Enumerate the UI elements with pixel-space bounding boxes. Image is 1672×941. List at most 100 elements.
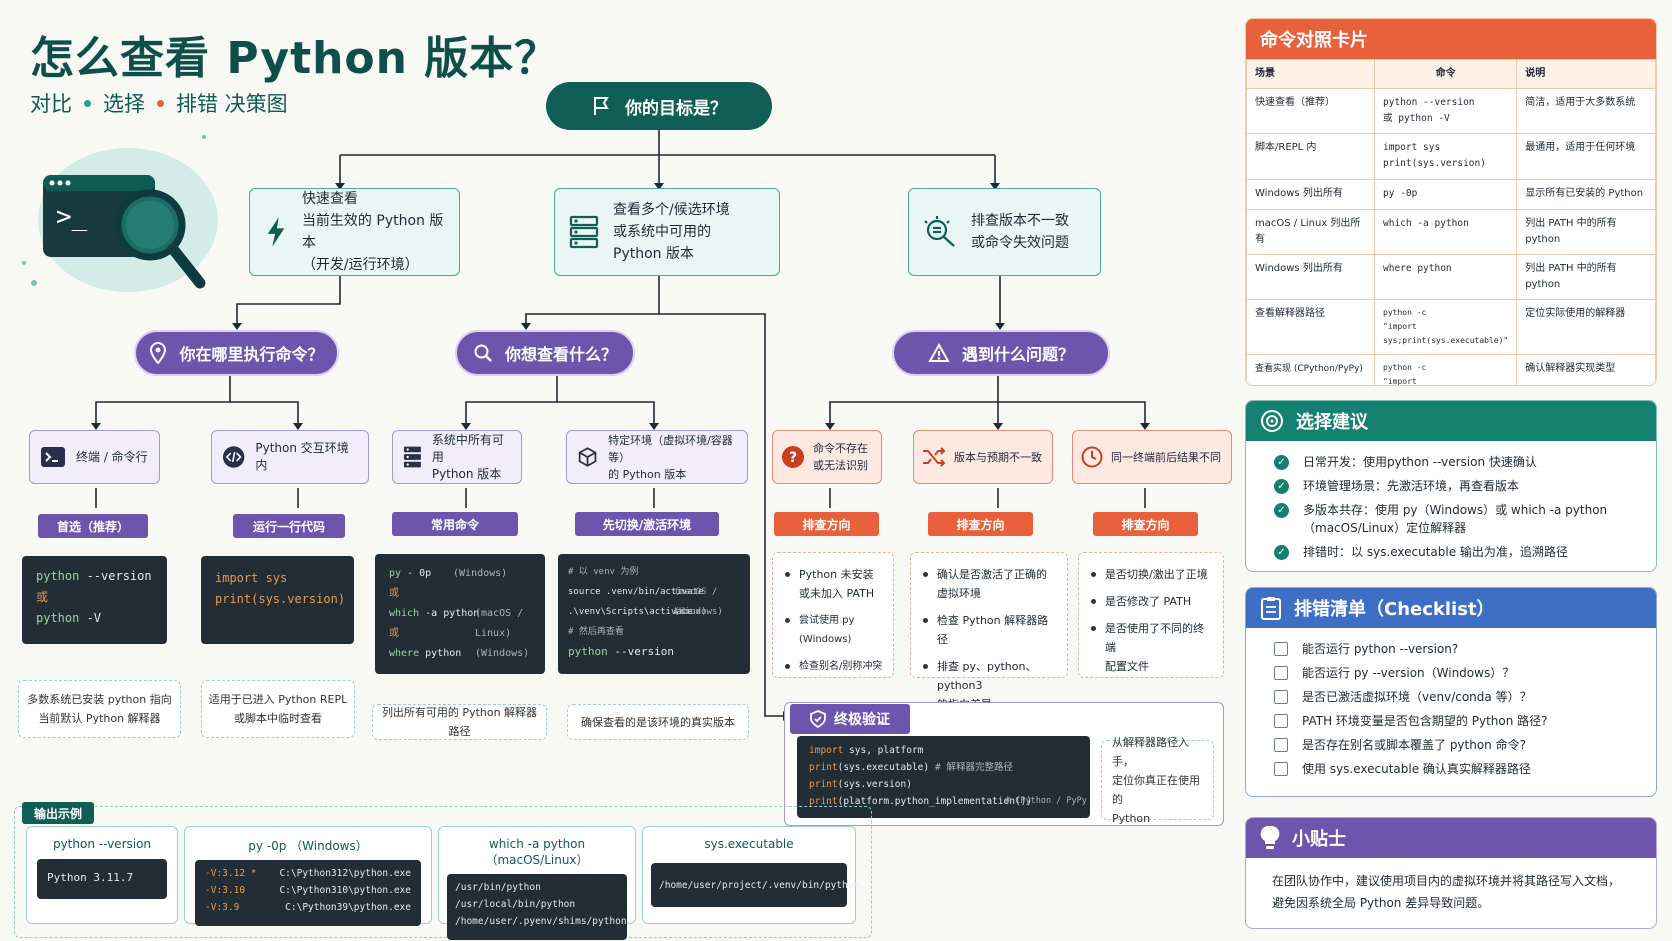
- goal-quick-check[interactable]: 快速查看当前生效的 Python 版本（开发/运行环境）: [249, 188, 460, 276]
- checkbox[interactable]: [1274, 738, 1288, 752]
- choose-item-text: 排错时：以 sys.executable 输出为准，追溯路径: [1303, 545, 1568, 559]
- checklist-item[interactable]: 能否运行 py --version（Windows）？: [1274, 664, 1628, 682]
- choose-item: ✓日常开发：使用python --version 快速确认: [1274, 453, 1628, 471]
- checkbox[interactable]: [1274, 690, 1288, 704]
- goal-quick-line: 当前生效的 Python 版本: [301, 213, 444, 251]
- output-python-version: python --version Python 3.11.7: [26, 826, 178, 924]
- note-line: 适用于已进入 Python REPL: [208, 693, 348, 706]
- note-terminal: 多数系统已安装 python 指向当前默认 Python 解释器: [18, 680, 181, 738]
- checklist-item[interactable]: 能否运行 python --version?: [1274, 640, 1628, 658]
- code-token: 或: [36, 590, 49, 604]
- checkbox[interactable]: [1274, 762, 1288, 776]
- checklist-item-text: PATH 环境变量是否包含期望的 Python 路径?: [1302, 714, 1548, 728]
- table-cell: 快速查看（推荐）: [1246, 88, 1375, 134]
- code-token: which: [389, 608, 420, 619]
- output-cell: -V:3.10: [205, 885, 246, 896]
- output-title: sys.executable: [704, 837, 794, 851]
- lightbulb-icon: [1260, 825, 1280, 849]
- lightning-icon: [267, 217, 285, 247]
- code-token: (sys.version): [837, 779, 912, 790]
- problem-checklist: 是否切换/激出了正境 是否修改了 PATH 是否使用了不同的终端 配置文件: [1078, 552, 1224, 678]
- goal-trouble-line: 或命令失效问题: [971, 235, 1069, 251]
- table-cell: python -c "import platform;print(platfor…: [1373, 354, 1518, 385]
- checklist-item[interactable]: 是否存在别名或脚本覆盖了 python 命令?: [1274, 736, 1628, 754]
- table-cell: where python: [1373, 254, 1518, 300]
- check-circle-icon: ✓: [1274, 503, 1289, 518]
- card-command-reference: 命令对照卡片 场景 命令 说明 快速查看（推荐）python --version…: [1245, 18, 1657, 386]
- question-where-label: 你在哪里执行命令？: [179, 345, 324, 364]
- output-code: Python 3.11.7: [37, 859, 167, 899]
- card-tip-header: 小贴士: [1246, 818, 1656, 858]
- branch-terminal[interactable]: 终端 / 命令行: [29, 430, 160, 484]
- table-cell: python -c "import sys;print(sys.executab…: [1373, 299, 1518, 355]
- code-version-cli: python --version 或 python -V: [22, 556, 167, 644]
- problem-checklist: 确认是否激活了正确的 虚拟环境 检查 Python 解释器路径 排查 py、py…: [910, 552, 1068, 711]
- clipboard-icon: [1261, 597, 1281, 620]
- code-token: (Windows): [674, 607, 723, 617]
- choose-item: ✓排错时：以 sys.executable 输出为准，追溯路径: [1274, 543, 1628, 561]
- branch-terminal-label: 终端 / 命令行: [76, 449, 148, 464]
- problem-version-mismatch[interactable]: 版本与预期不一致: [913, 430, 1053, 484]
- terminal-icon: [41, 447, 65, 467]
- table-header-cell: 场景: [1246, 59, 1375, 89]
- final-verify-tag: 终极验证: [790, 704, 910, 734]
- output-line: /home/user/project/.venv/bin/python: [659, 880, 860, 891]
- problem-not-found[interactable]: ? 命令不存在或无法识别: [772, 430, 882, 484]
- branch-system-line: 系统中所有可用: [431, 432, 504, 464]
- checkbox[interactable]: [1274, 714, 1288, 728]
- code-token: python: [36, 611, 80, 625]
- card-tip: 小贴士 在团队协作中，建议使用项目内的虚拟环境并将其路径写入文档， 避免因系统全…: [1245, 817, 1657, 929]
- goal-label: 你的目标是？: [625, 98, 727, 119]
- goal-quick-line: （开发/运行环境）: [301, 257, 419, 273]
- goal-trouble-line: 排查版本不一致: [971, 213, 1069, 229]
- problem-checklist: Python 未安装 或未加入 PATH 尝试使用 py (Windows) 检…: [772, 552, 894, 678]
- goal-troubleshoot[interactable]: 排查版本不一致或命令失效问题: [908, 188, 1101, 276]
- output-line: /usr/bin/python: [455, 882, 541, 893]
- checklist-item[interactable]: 使用 sys.executable 确认真实解释器路径: [1274, 760, 1628, 778]
- question-what: 你想查看什么？: [455, 330, 635, 376]
- branch-env[interactable]: 特定环境（虚拟环境/容器等）的 Python 版本: [566, 430, 748, 484]
- target-icon: [1261, 410, 1283, 432]
- final-verify-label: 终极验证: [834, 712, 890, 728]
- problem-line: 版本与预期不一致: [954, 450, 1042, 464]
- problem-check-item: 尝试使用 py (Windows): [783, 611, 883, 649]
- clock-icon: [1081, 446, 1103, 468]
- table-cell: macOS / Linux 列出所有: [1246, 209, 1375, 255]
- branch-env-line: 的 Python 版本: [608, 467, 687, 481]
- checklist-item[interactable]: 是否已激活虚拟环境（venv/conda 等）？: [1274, 688, 1628, 706]
- subtitle-choose: 选择: [103, 92, 145, 116]
- checklist-item-text: 能否运行 python --version?: [1302, 642, 1459, 656]
- code-token: -V: [79, 611, 102, 625]
- page-subtitle: 对比 选择 排错 决策图: [30, 88, 288, 118]
- checkbox[interactable]: [1274, 666, 1288, 680]
- code-token: py: [389, 568, 402, 579]
- choose-item-text: 多版本共存：使用 py（Windows）或 which -a python （m…: [1303, 503, 1608, 535]
- problem-check-item: 是否修改了 PATH: [1089, 592, 1213, 611]
- table-cell: 脚本/REPL 内: [1246, 133, 1375, 180]
- subtitle-compare: 对比: [30, 92, 72, 116]
- note-line: Python: [1112, 811, 1151, 825]
- table-cell: Windows 列出所有: [1246, 254, 1375, 300]
- output-line: /usr/local/bin/python: [455, 899, 576, 910]
- checklist-item[interactable]: PATH 环境变量是否包含期望的 Python 路径?: [1274, 712, 1628, 730]
- code-token: (macOS / Linux): [475, 608, 524, 639]
- branch-repl[interactable]: Python 交互环境内: [211, 430, 369, 484]
- code-token: (sys.executable): [837, 762, 930, 773]
- problem-inconsistent[interactable]: 同一终端前后结果不同: [1072, 430, 1232, 484]
- output-line: /home/user/.pyenv/shims/python: [455, 916, 627, 927]
- code-token: print: [809, 762, 838, 773]
- tip-line: 避免因系统全局 Python 差异导致问题。: [1272, 896, 1490, 910]
- goal-multi-line: Python 版本: [613, 246, 694, 262]
- problem-check-item: 检查 Python 解释器路径: [921, 611, 1057, 649]
- server-list-icon: [569, 215, 599, 249]
- code-token: # 然后再查看: [568, 627, 624, 637]
- code-token: print(sys.version): [215, 592, 346, 606]
- checkbox[interactable]: [1274, 642, 1288, 656]
- note-env: 确保查看的是该环境的真实版本: [567, 704, 749, 740]
- output-which-list: which -a python （macOS/Linux） /usr/bin/p…: [438, 826, 636, 940]
